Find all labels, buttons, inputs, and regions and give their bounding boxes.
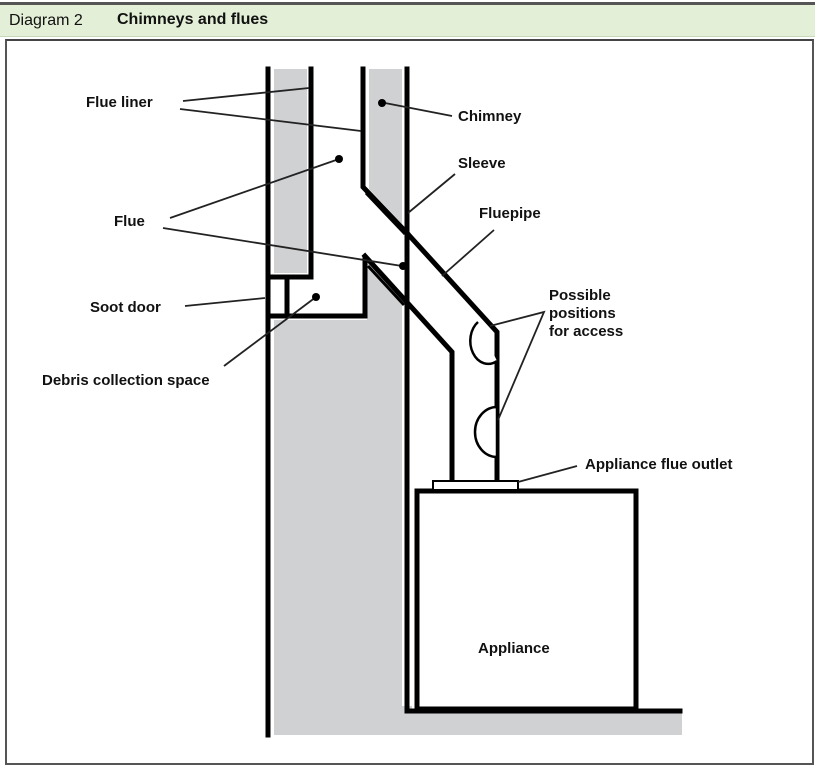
leader-soot-door	[184, 297, 266, 307]
leader-flue-liner-b	[179, 108, 362, 132]
leader-access	[489, 310, 546, 421]
diagram-frame	[5, 39, 814, 765]
dot-flue	[335, 155, 343, 163]
label-flue-liner: Flue liner	[86, 94, 153, 111]
leader-flue-liner-a	[182, 87, 310, 102]
dot-fluepipe-flue	[399, 262, 407, 270]
appliance-box	[414, 488, 639, 712]
leader-flue-b	[162, 227, 403, 267]
sleeve-lower	[366, 264, 406, 307]
leader-fluepipe	[441, 229, 495, 277]
label-access-1: Possible	[549, 287, 611, 304]
fluepipe-lower-wall	[361, 252, 455, 483]
label-access-3: for access	[549, 323, 623, 340]
appliance-flue-outlet	[432, 480, 519, 491]
label-appliance: Appliance	[478, 640, 550, 657]
leader-appliance-flue-outlet	[517, 465, 578, 483]
leader-sleeve	[407, 173, 456, 214]
chimney-wall-inner	[360, 66, 411, 237]
leader-debris	[223, 296, 317, 367]
leader-chimney	[384, 102, 453, 117]
leader-flue-a	[169, 158, 340, 219]
label-soot-door: Soot door	[90, 299, 161, 316]
lower-wall-fill	[274, 262, 682, 735]
label-sleeve: Sleeve	[458, 155, 506, 172]
label-fluepipe: Fluepipe	[479, 205, 541, 222]
access-point-lower-icon	[473, 405, 499, 459]
diagram-number: Diagram 2	[9, 12, 83, 29]
label-access-2: positions	[549, 305, 616, 322]
dot-chimney	[378, 99, 386, 107]
access-point-upper-icon	[469, 321, 498, 366]
label-debris: Debris collection space	[42, 372, 210, 389]
label-chimney: Chimney	[458, 108, 522, 125]
debris-collection-box	[265, 255, 368, 319]
diagram-header: Diagram 2 Chimneys and flues	[0, 5, 815, 37]
sleeve-upper	[364, 191, 407, 236]
dot-debris	[312, 293, 320, 301]
diagram-title: Chimneys and flues	[117, 11, 269, 28]
flue-liner-left-fill	[274, 69, 307, 273]
label-flue: Flue	[114, 213, 145, 230]
label-appliance-flue-outlet: Appliance flue outlet	[585, 456, 733, 473]
header-top-rule	[0, 2, 815, 5]
chimney-wall-fill	[369, 69, 402, 224]
